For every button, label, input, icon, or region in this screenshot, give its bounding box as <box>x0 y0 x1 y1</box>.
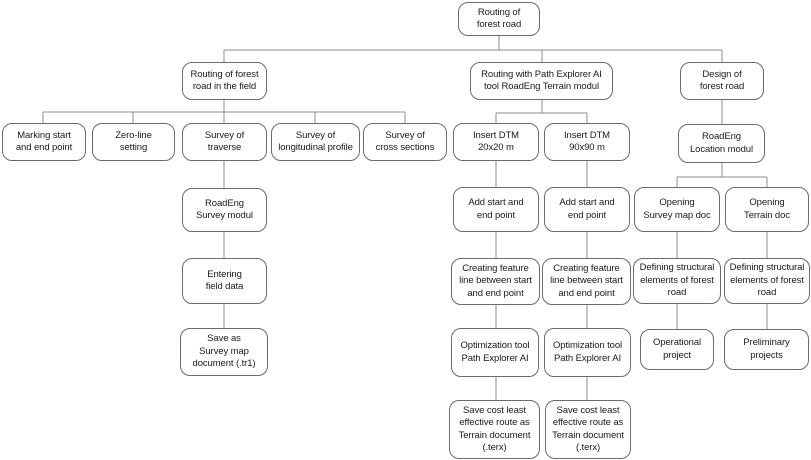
node-routing-forest-road-in-field: Routing of forest road in the field <box>182 62 267 100</box>
node-survey-of-traverse: Survey of traverse <box>182 123 267 161</box>
node-design-of-forest-road: Design of forest road <box>680 62 764 100</box>
node-creating-feature-line-20: Creating feature line between start and … <box>451 258 540 305</box>
node-add-start-end-point-20: Add start and end point <box>453 187 539 232</box>
node-save-cost-least-effective-route-90: Save cost least effective route as Terra… <box>545 400 631 459</box>
node-operational-project: Operational project <box>640 329 714 370</box>
node-opening-terrain-doc: Opening Terrain doc <box>725 187 809 232</box>
node-insert-dtm-90x90: Insert DTM 90x90 m <box>544 123 630 161</box>
node-entering-field-data: Entering field data <box>182 258 267 304</box>
node-save-as-survey-map-document: Save as Survey map document (.tr1) <box>180 328 268 376</box>
node-survey-of-cross-sections: Survey of cross sections <box>363 123 447 161</box>
node-defining-structural-elements-terrain: Defining structural elements of forest r… <box>724 258 810 304</box>
node-routing-of-forest-road: Routing of forest road <box>458 2 540 36</box>
node-add-start-end-point-90: Add start and end point <box>544 187 630 232</box>
node-zero-line-setting: Zero-line setting <box>92 123 175 161</box>
node-creating-feature-line-90: Creating feature line between start and … <box>542 258 631 305</box>
node-optimization-tool-90: Optimization tool Path Explorer AI <box>544 328 631 377</box>
node-insert-dtm-20x20: Insert DTM 20x20 m <box>453 123 539 161</box>
node-defining-structural-elements-survey: Defining structural elements of forest r… <box>633 258 721 304</box>
node-save-cost-least-effective-route-20: Save cost least effective route as Terra… <box>449 400 540 459</box>
node-routing-with-path-explorer: Routing with Path Explorer AI tool RoadE… <box>470 62 613 100</box>
node-preliminary-projects: Preliminary projects <box>724 329 809 370</box>
node-optimization-tool-20: Optimization tool Path Explorer AI <box>451 328 539 377</box>
node-opening-survey-map-doc: Opening Survey map doc <box>634 187 720 232</box>
node-survey-of-longitudinal-profile: Survey of longitudinal profile <box>271 123 360 161</box>
node-roadeng-survey-modul: RoadEng Survey modul <box>182 188 267 232</box>
node-roadeng-location-modul: RoadEng Location modul <box>678 124 765 163</box>
node-marking-start-end-point: Marking start and end point <box>2 123 86 161</box>
